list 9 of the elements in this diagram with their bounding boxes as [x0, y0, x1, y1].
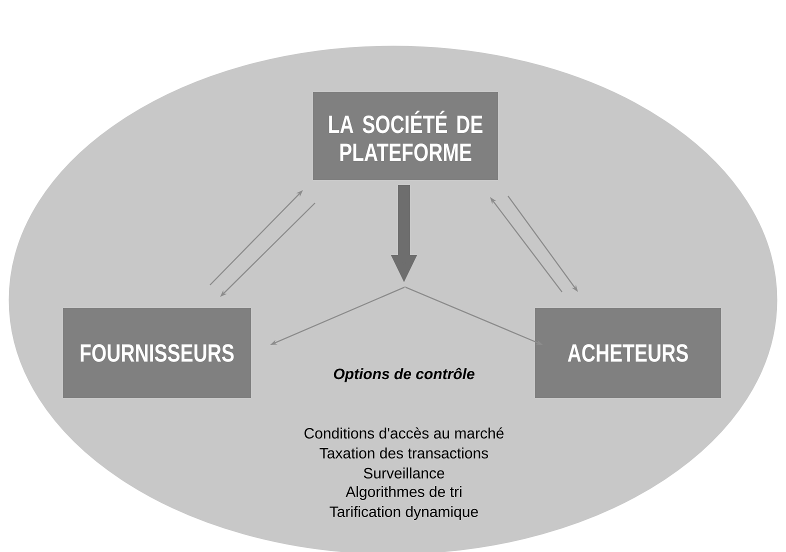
list-item: Algorithmes de tri: [346, 486, 462, 500]
list-item: Surveillance: [364, 468, 444, 478]
label-box: LA SOCIÉTÉ DE PLATEFORME: [313, 92, 498, 180]
label-box: ACHETEURS: [535, 308, 721, 398]
heading: Options de contrôle: [334, 368, 474, 382]
label-box: FOURNISSEURS: [63, 308, 251, 398]
list-item: Taxation des transactions: [320, 448, 488, 458]
list-item: Conditions d'accès au marché: [304, 427, 504, 439]
list-item: Tarification dynamique: [330, 506, 478, 520]
